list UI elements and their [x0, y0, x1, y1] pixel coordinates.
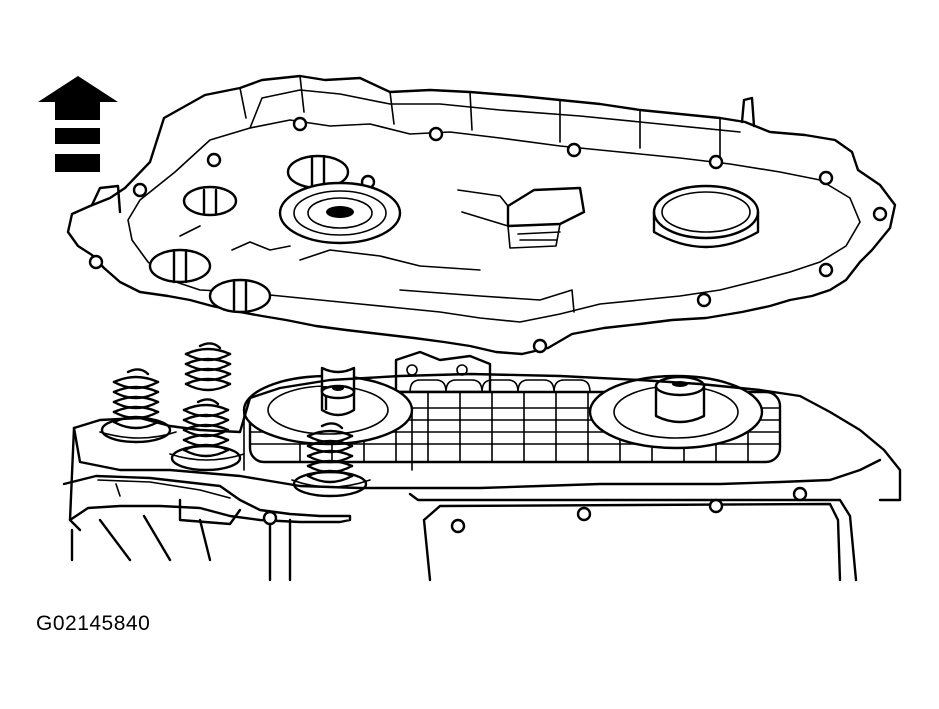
figure-id-label: G02145840: [36, 612, 151, 635]
cover-bolt-holes: [88, 116, 888, 354]
up-arrow-icon: [38, 76, 118, 172]
case-cover-flange: [66, 74, 897, 356]
case-body: [62, 372, 902, 582]
drive-sprocket: [242, 366, 414, 471]
spring-3: [170, 398, 242, 472]
internals: [100, 342, 782, 498]
cover-boss-plate: [457, 186, 586, 249]
center-bearing-bore: [278, 181, 402, 245]
spring-2: [184, 342, 232, 392]
shift-springs: [100, 342, 368, 498]
shift-rail-bores: [148, 154, 350, 314]
case-cover: [66, 74, 897, 356]
right-bearing-bore: [652, 184, 760, 249]
spring-1: [100, 368, 172, 444]
case-body-flange: [72, 372, 902, 502]
driven-sprocket: [588, 374, 764, 450]
spring-4: [292, 422, 368, 498]
case-body-bolt-holes: [262, 486, 808, 534]
